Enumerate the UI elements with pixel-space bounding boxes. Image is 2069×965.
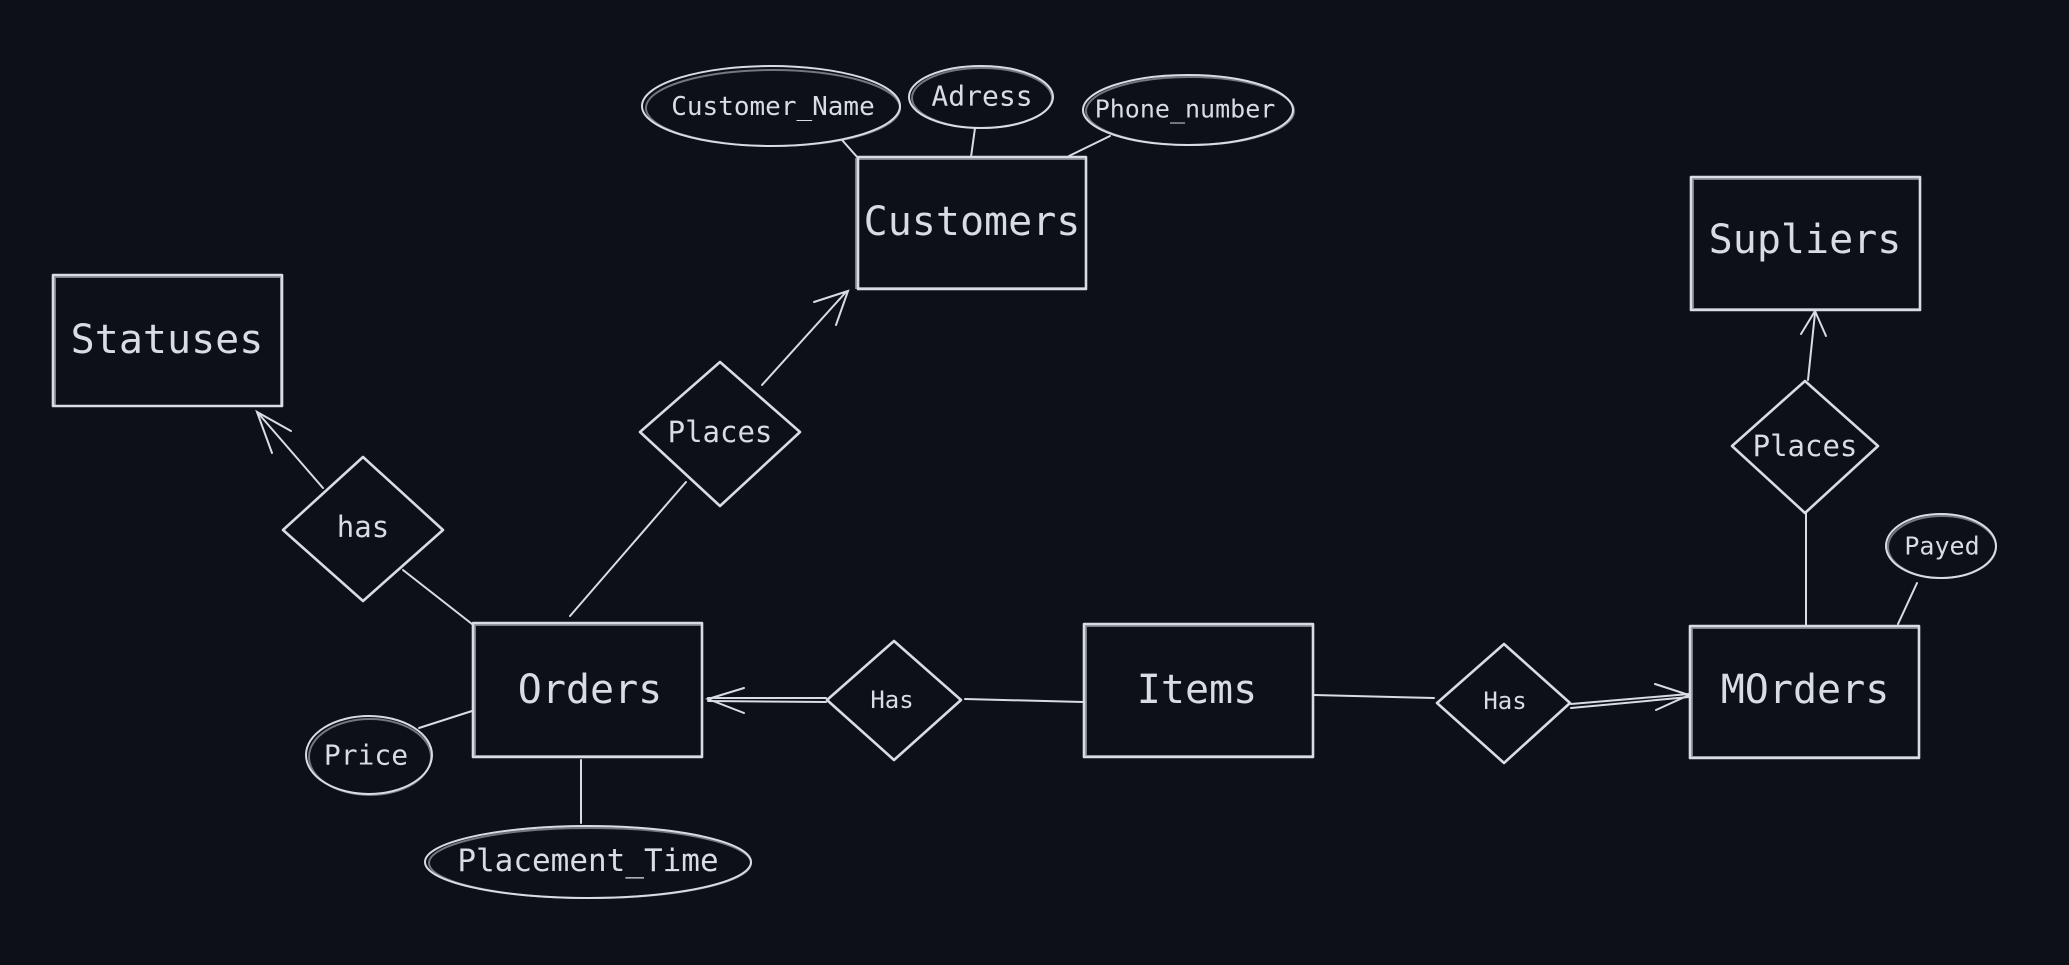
arrowhead-statuses	[255, 409, 292, 454]
entity-orders[interactable]: Orders	[471, 621, 704, 759]
relationship-places-customers[interactable]: Places	[638, 360, 802, 508]
attribute-adress[interactable]: Adress	[908, 65, 1054, 129]
relationship-label-places-customers: Places	[668, 415, 773, 449]
relationship-has-statuses[interactable]: has	[281, 455, 445, 603]
arrowhead-orders	[704, 687, 745, 714]
relationship-label-places-supliers: Places	[1753, 429, 1858, 463]
connector-has-statuses	[257, 412, 324, 489]
relationship-has-items[interactable]: Has	[825, 639, 963, 762]
connector-payed	[1897, 582, 1918, 625]
attribute-placement-time[interactable]: Placement_Time	[424, 825, 752, 899]
connector-has-orders-2	[707, 700, 827, 703]
connector-has-morders	[1570, 693, 1690, 705]
connector-customer-name	[841, 139, 859, 159]
connector-places-customers	[761, 291, 847, 386]
relationship-has-morders[interactable]: Has	[1435, 642, 1572, 765]
entity-supliers[interactable]: Supliers	[1689, 175, 1922, 312]
entity-items[interactable]: Items	[1082, 622, 1315, 759]
entity-label-morders: MOrders	[1721, 667, 1890, 713]
attribute-label-payed: Payed	[1904, 532, 1979, 561]
attribute-payed[interactable]: Payed	[1885, 513, 1997, 579]
entity-label-customers: Customers	[864, 199, 1081, 245]
connector-adress	[970, 127, 976, 158]
relationship-label-has-morders: Has	[1483, 687, 1526, 715]
connector-has-morders-2	[1570, 696, 1690, 709]
entity-label-supliers: Supliers	[1709, 217, 1902, 263]
attribute-price[interactable]: Price	[305, 715, 433, 796]
attribute-customer-name[interactable]: Customer_Name	[641, 65, 901, 147]
relationship-places-supliers[interactable]: Places	[1730, 379, 1880, 515]
entity-customers[interactable]: Customers	[855, 155, 1088, 291]
attribute-label-placement-time: Placement_Time	[457, 843, 718, 879]
connector-places-supliers	[1807, 312, 1816, 381]
connector-items-has-2	[1313, 694, 1435, 699]
arrowhead-customers	[813, 289, 850, 326]
relationship-label-has-statuses: has	[337, 510, 389, 544]
connector-items-has	[964, 698, 1084, 703]
entity-label-statuses: Statuses	[71, 317, 264, 363]
attribute-label-price: Price	[324, 739, 408, 772]
attribute-label-adress: Adress	[931, 80, 1032, 113]
relationship-label-has-items: Has	[870, 686, 913, 714]
entity-label-orders: Orders	[518, 667, 663, 713]
connector-orders-has	[402, 569, 473, 625]
entity-statuses[interactable]: Statuses	[51, 273, 284, 408]
attribute-phone-number[interactable]: Phone_number	[1082, 74, 1295, 146]
entity-morders[interactable]: MOrders	[1688, 624, 1921, 760]
connector-price	[418, 710, 473, 729]
connector-phone-number	[1068, 135, 1111, 157]
attribute-label-phone-number: Phone_number	[1095, 95, 1276, 124]
entity-label-items: Items	[1137, 667, 1257, 713]
connector-orders-places	[569, 481, 687, 617]
attribute-label-customer-name: Customer_Name	[671, 92, 875, 122]
